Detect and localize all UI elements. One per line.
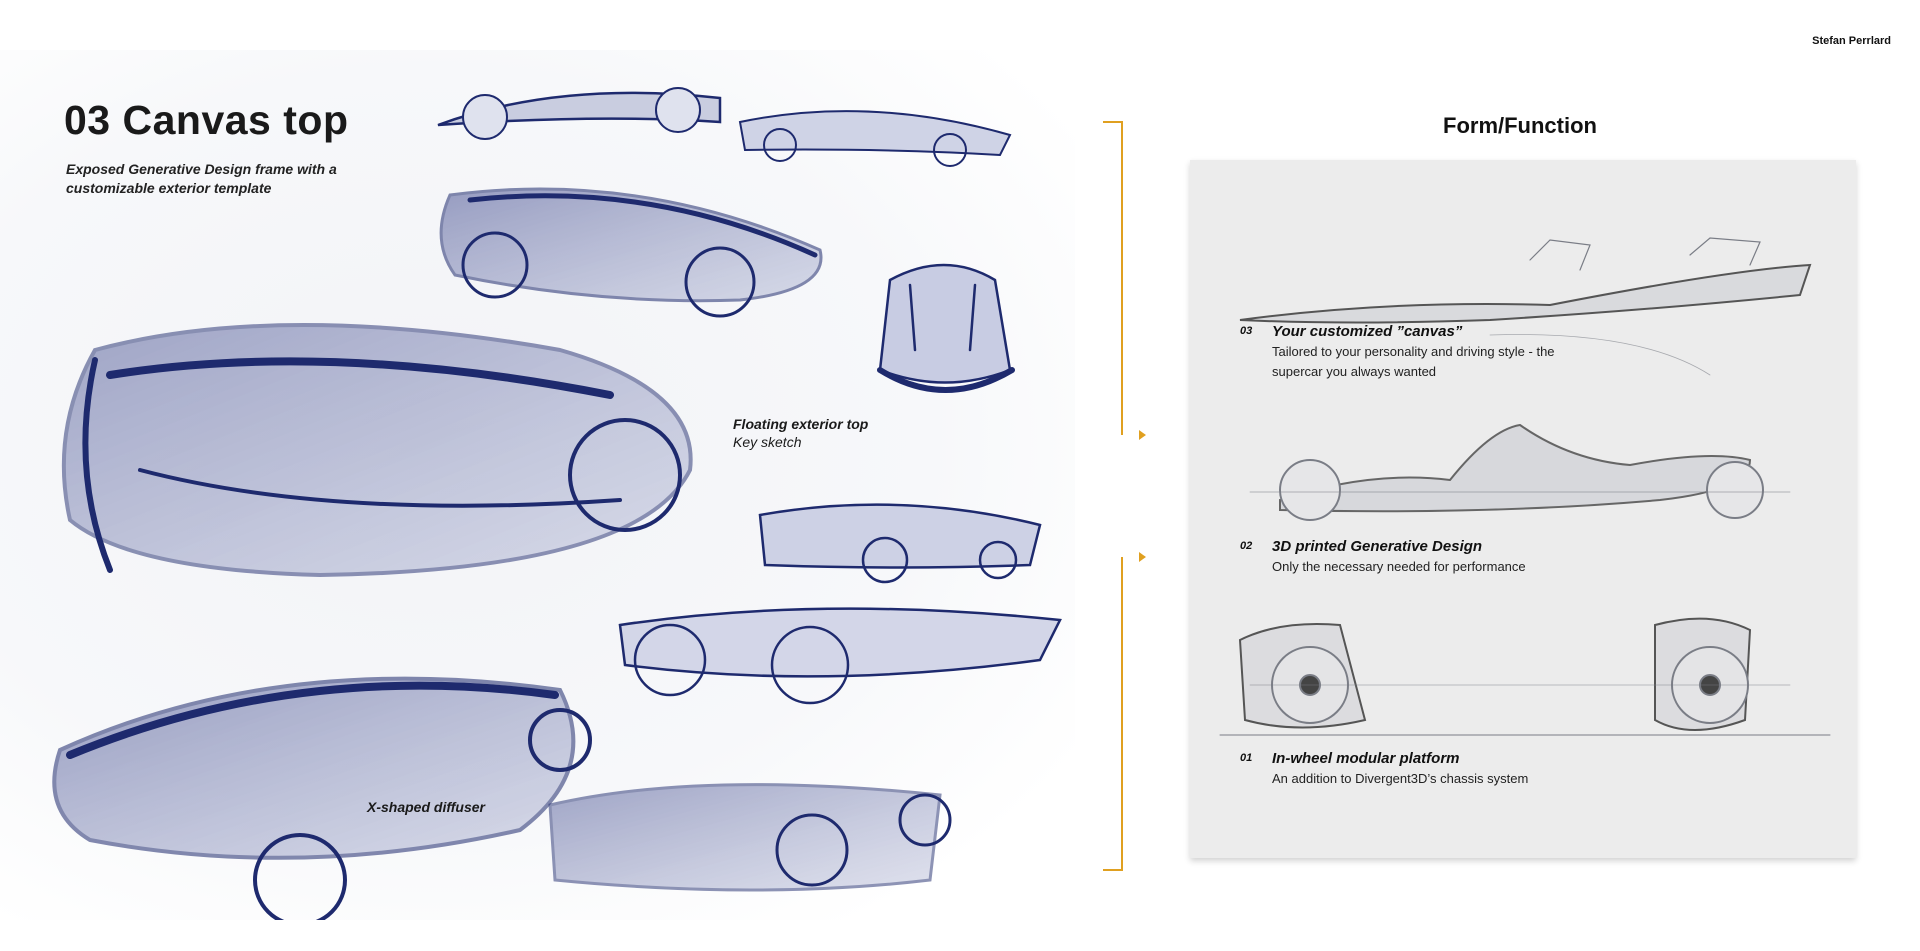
floating-top-label: Floating exterior top <box>733 416 869 432</box>
ff-item-03: 03 Your customized ”canvas” Tailored to … <box>1240 322 1792 382</box>
sketch-side-roadster <box>738 110 1012 167</box>
car-sketches-illustration <box>52 87 1062 920</box>
bracket-bottom <box>1103 557 1123 871</box>
sketch-bottom <box>548 783 952 892</box>
ff-item-02: 02 3D printed Generative Design Only the… <box>1240 537 1792 577</box>
ff-item-number: 01 <box>1240 752 1253 764</box>
arrow-right-bottom-icon <box>1139 552 1146 562</box>
canvas-top-drawing <box>1239 237 1812 376</box>
ff-item-heading: In-wheel modular platform <box>1272 750 1460 767</box>
bracket-top <box>1103 121 1123 435</box>
sketch-rear <box>52 676 592 920</box>
ff-item-01: 01 In-wheel modular platform An addition… <box>1240 749 1792 789</box>
ff-item-number: 03 <box>1240 325 1253 337</box>
page-title: 03 Canvas top <box>64 97 349 143</box>
exploded-view-illustration <box>1219 237 1831 736</box>
ff-item-heading: 3D printed Generative Design <box>1272 538 1483 555</box>
sketch-front-view <box>877 263 1015 393</box>
page-subtitle: Exposed Generative Design frame with a c… <box>66 161 337 196</box>
ff-item-description: Tailored to your personality and driving… <box>1272 344 1555 379</box>
author-name: Stefan Perrlard <box>1812 35 1891 47</box>
ff-item-description: Only the necessary needed for performanc… <box>1272 559 1526 574</box>
diffuser-label: X-shaped diffuser <box>367 799 485 815</box>
diffuser-caption: X-shaped diffuser <box>367 798 485 816</box>
sketch-chassis-side <box>618 607 1062 705</box>
sketch-side-mid <box>758 503 1042 584</box>
ff-item-heading: Your customized ”canvas” <box>1272 323 1463 340</box>
floating-top-caption: Floating exterior top Key sketch <box>733 415 868 451</box>
in-wheel-platform-drawing <box>1219 617 1831 736</box>
form-function-panel: 03 Your customized ”canvas” Tailored to … <box>1190 160 1856 858</box>
sketch-key <box>61 323 693 578</box>
generative-frame-drawing <box>1249 423 1791 521</box>
arrow-right-top-icon <box>1139 430 1146 440</box>
sketch-side-top <box>437 87 722 140</box>
ff-item-description: An addition to Divergent3D’s chassis sys… <box>1272 771 1529 786</box>
form-function-title: Form/Function <box>1443 113 1597 138</box>
sketch-board <box>0 50 1075 920</box>
key-sketch-label: Key sketch <box>733 434 802 450</box>
ff-item-number: 02 <box>1240 540 1253 552</box>
sketch-three-quarter <box>439 187 823 318</box>
